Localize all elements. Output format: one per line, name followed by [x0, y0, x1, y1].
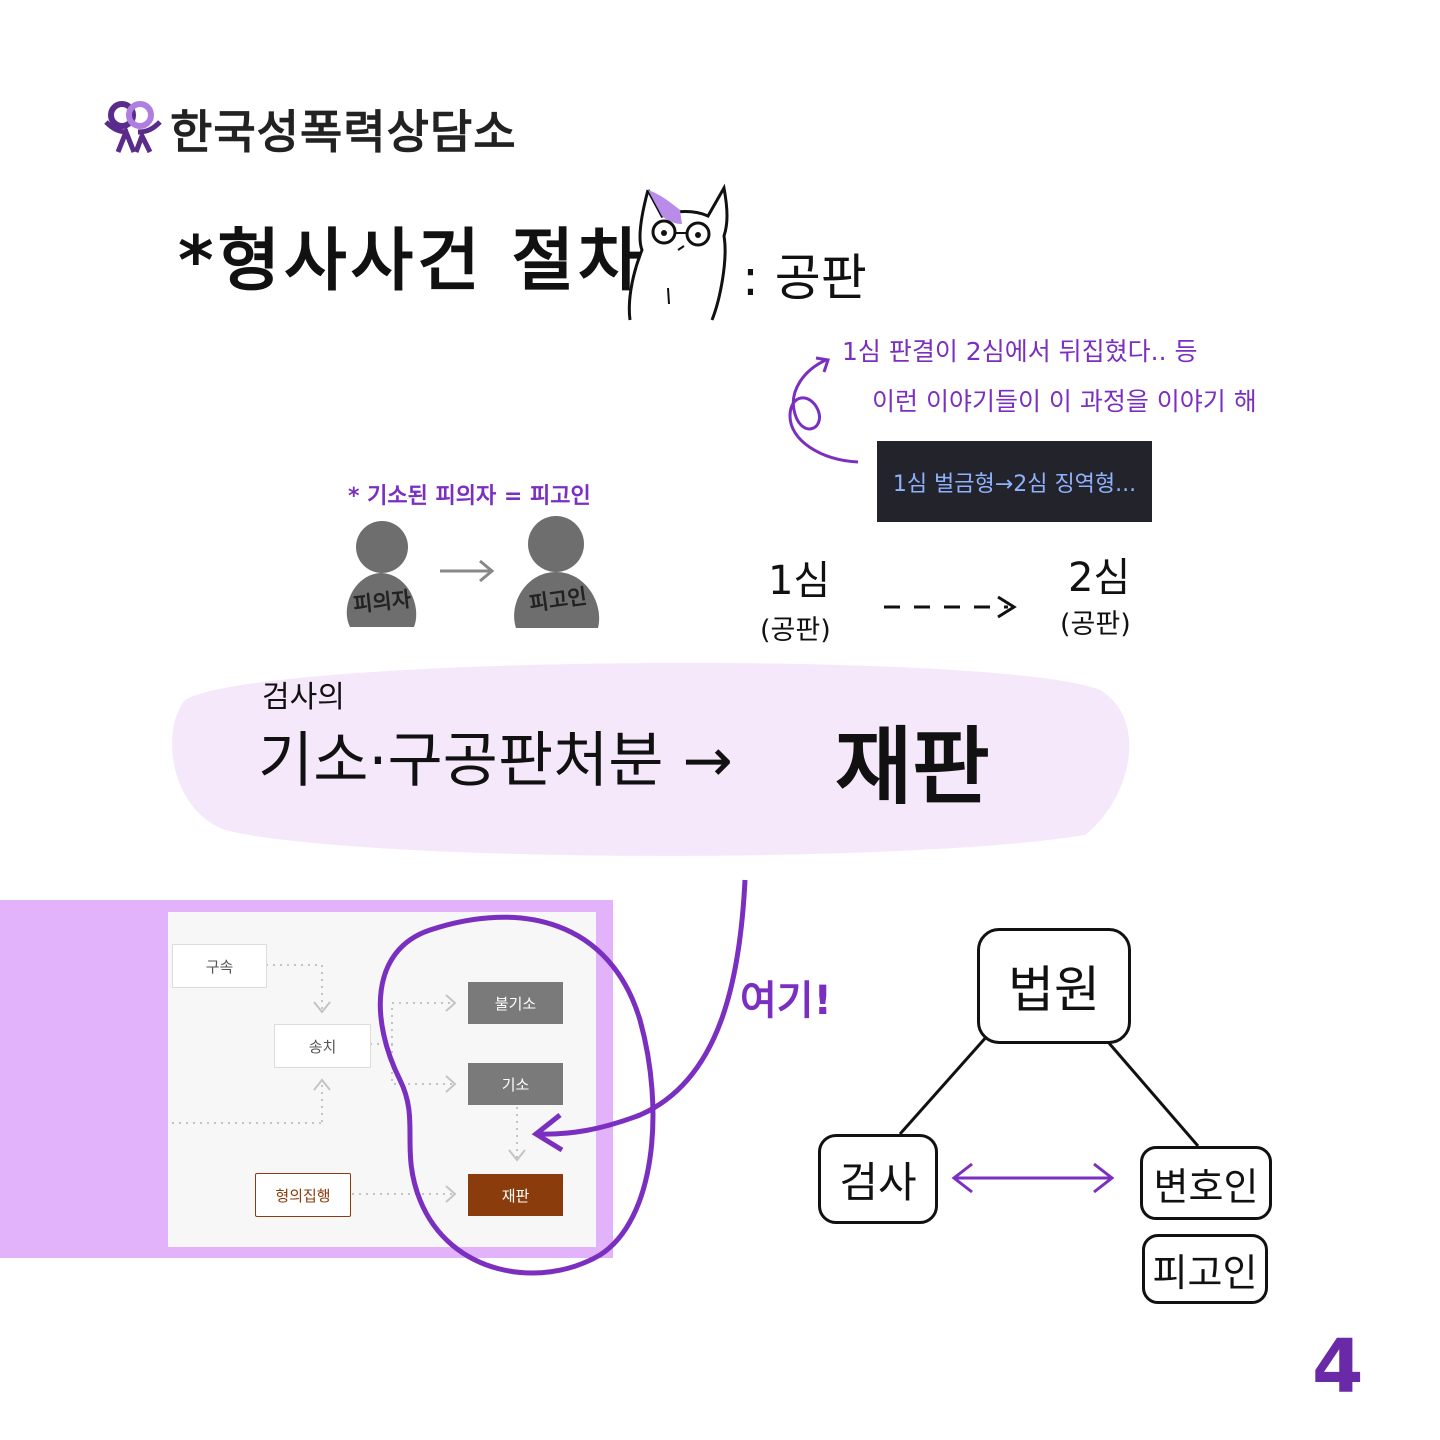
prosecutor-label: 검사의 — [262, 680, 345, 715]
suspect-figure-icon — [346, 521, 417, 627]
no-indictment-box: 불기소 — [468, 982, 563, 1024]
brand-name: 한국성폭력상담소 — [170, 105, 517, 159]
defendant-node: 피고인 — [1142, 1234, 1268, 1304]
page-title: *형사사건 절차 — [178, 222, 645, 301]
note-line-1: 1심 판결이 2심에서 뒤집혔다.. 등 — [842, 337, 1198, 366]
note-line-2: 이런 이야기들이 이 과정을 이야기 해 — [872, 387, 1257, 416]
indictment-box: 기소 — [468, 1063, 563, 1105]
dashed-arrow-icon — [884, 595, 1017, 619]
page-number: 4 — [1312, 1324, 1364, 1410]
arrest-box: 구속 — [172, 944, 267, 988]
execution-box: 형의집행 — [255, 1173, 351, 1217]
procedure-connectors — [172, 964, 526, 1203]
prosecutor-node: 검사 — [818, 1134, 938, 1224]
first-trial-label: 1심 — [768, 558, 831, 604]
role-label: : 공판 — [742, 249, 867, 307]
trial-label: 재판 — [835, 718, 990, 816]
suspect-to-defendant-arrow-icon — [440, 559, 495, 583]
defendant-figure-icon — [514, 516, 600, 628]
defense-attorney-node: 변호인 — [1140, 1146, 1272, 1220]
second-trial-label: 2심 — [1068, 555, 1131, 601]
brand-logo-icon — [104, 101, 162, 154]
defendant-definition: * 기소된 피의자 = 피고인 — [348, 484, 591, 509]
curved-arrow-icon — [788, 356, 859, 464]
court-node: 법원 — [977, 928, 1131, 1044]
second-trial-sub: (공판) — [1060, 609, 1131, 640]
trial-box: 재판 — [468, 1174, 563, 1216]
here-label: 여기! — [740, 978, 832, 1024]
first-trial-sub: (공판) — [760, 615, 831, 646]
referral-box: 송치 — [274, 1024, 371, 1068]
indictment-flow: 기소·구공판처분 → — [258, 726, 733, 796]
cat-doodle-icon — [627, 183, 729, 321]
verdict-caption: 1심 벌금형→2심 징역형... — [877, 441, 1152, 522]
